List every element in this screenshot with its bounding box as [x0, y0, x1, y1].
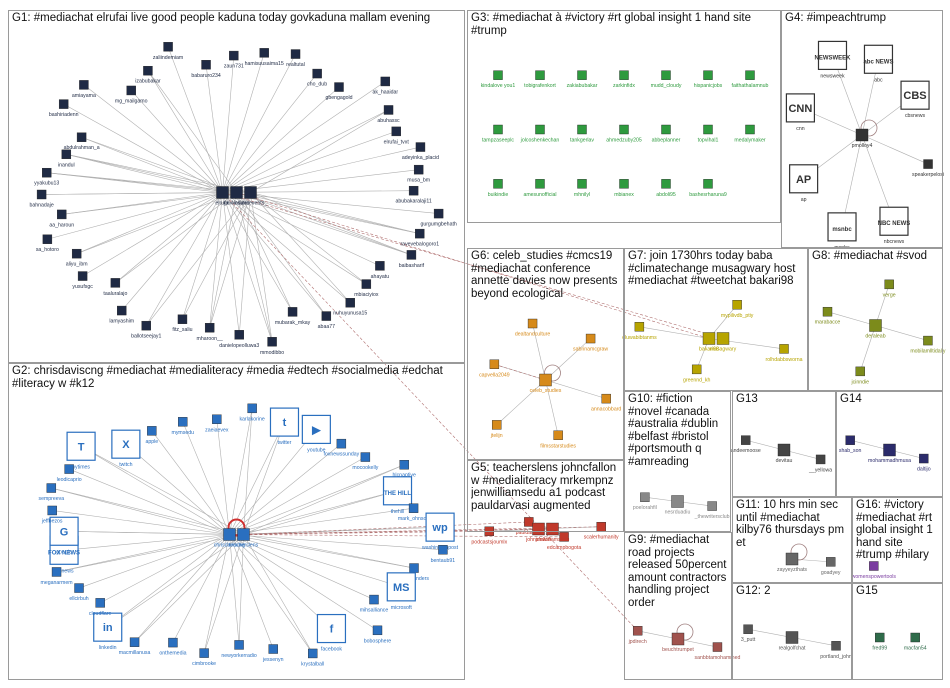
group-title-g3: G3: #mediachat à #victory #rt global ins…	[471, 12, 777, 37]
node-label: podcastsjoumlx	[471, 539, 507, 545]
group-panel-g7: G7: join 1730hrs today baba #climatechan…	[624, 248, 808, 391]
group-panel-g1: G1: #mediachat elrufai live good people …	[8, 10, 465, 363]
group-panel-g5: G5: teacherslens johncfallon w #medialit…	[467, 460, 624, 532]
group-title-g16: G16: #victory #mediachat #rt global insi…	[856, 499, 939, 562]
group-title-g5: G5: teacherslens johncfallon w #medialit…	[471, 462, 620, 512]
group-panel-g10: G10: #fiction #novel #canada #australia …	[624, 391, 731, 532]
group-panel-g4: G4: #impeachtrump	[781, 10, 943, 248]
node-label: scalerhumanity	[584, 535, 619, 541]
node-label: edcampbogota	[547, 545, 581, 551]
group-title-g1: G1: #mediachat elrufai live good people …	[12, 12, 461, 25]
group-title-g15: G15	[856, 585, 939, 598]
group-panel-g6: G6: celeb_studies #cmcs19 #mediachat con…	[467, 248, 624, 460]
group-title-g10: G10: #fiction #novel #canada #australia …	[628, 393, 727, 468]
group-panel-g16: G16: #victory #mediachat #rt global insi…	[852, 497, 943, 583]
group-title-g9: G9: #mediachat road projects released 50…	[628, 534, 728, 609]
group-title-g6: G6: celeb_studies #cmcs19 #mediachat con…	[471, 250, 620, 300]
node-label: johncfallon	[525, 537, 551, 543]
group-panel-g9: G9: #mediachat road projects released 50…	[624, 532, 732, 680]
group-panel-g8: G8: #mediachat #svod	[808, 248, 943, 391]
group-panel-g13: G13	[732, 391, 836, 497]
group-panel-g3: G3: #mediachat à #victory #rt global ins…	[467, 10, 781, 223]
group-title-g11: G11: 10 hrs min sec until #mediachat kil…	[736, 499, 848, 549]
group-panel-g11: G11: 10 hrs min sec until #mediachat kil…	[732, 497, 852, 583]
group-panel-g15: G15	[852, 583, 943, 680]
group-title-g14: G14	[840, 393, 939, 406]
group-panel-g2: G2: chrisdaviscng #mediachat #medialiter…	[8, 363, 465, 680]
group-panel-g14: G14	[836, 391, 943, 497]
group-title-g13: G13	[736, 393, 832, 406]
group-panel-g12: G12: 2	[732, 583, 852, 680]
group-title-g8: G8: #mediachat #svod	[812, 250, 939, 263]
group-title-g2: G2: chrisdaviscng #mediachat #medialiter…	[12, 365, 461, 390]
group-title-g12: G12: 2	[736, 585, 848, 598]
group-title-g4: G4: #impeachtrump	[785, 12, 939, 25]
group-title-g7: G7: join 1730hrs today baba #climatechan…	[628, 250, 804, 288]
